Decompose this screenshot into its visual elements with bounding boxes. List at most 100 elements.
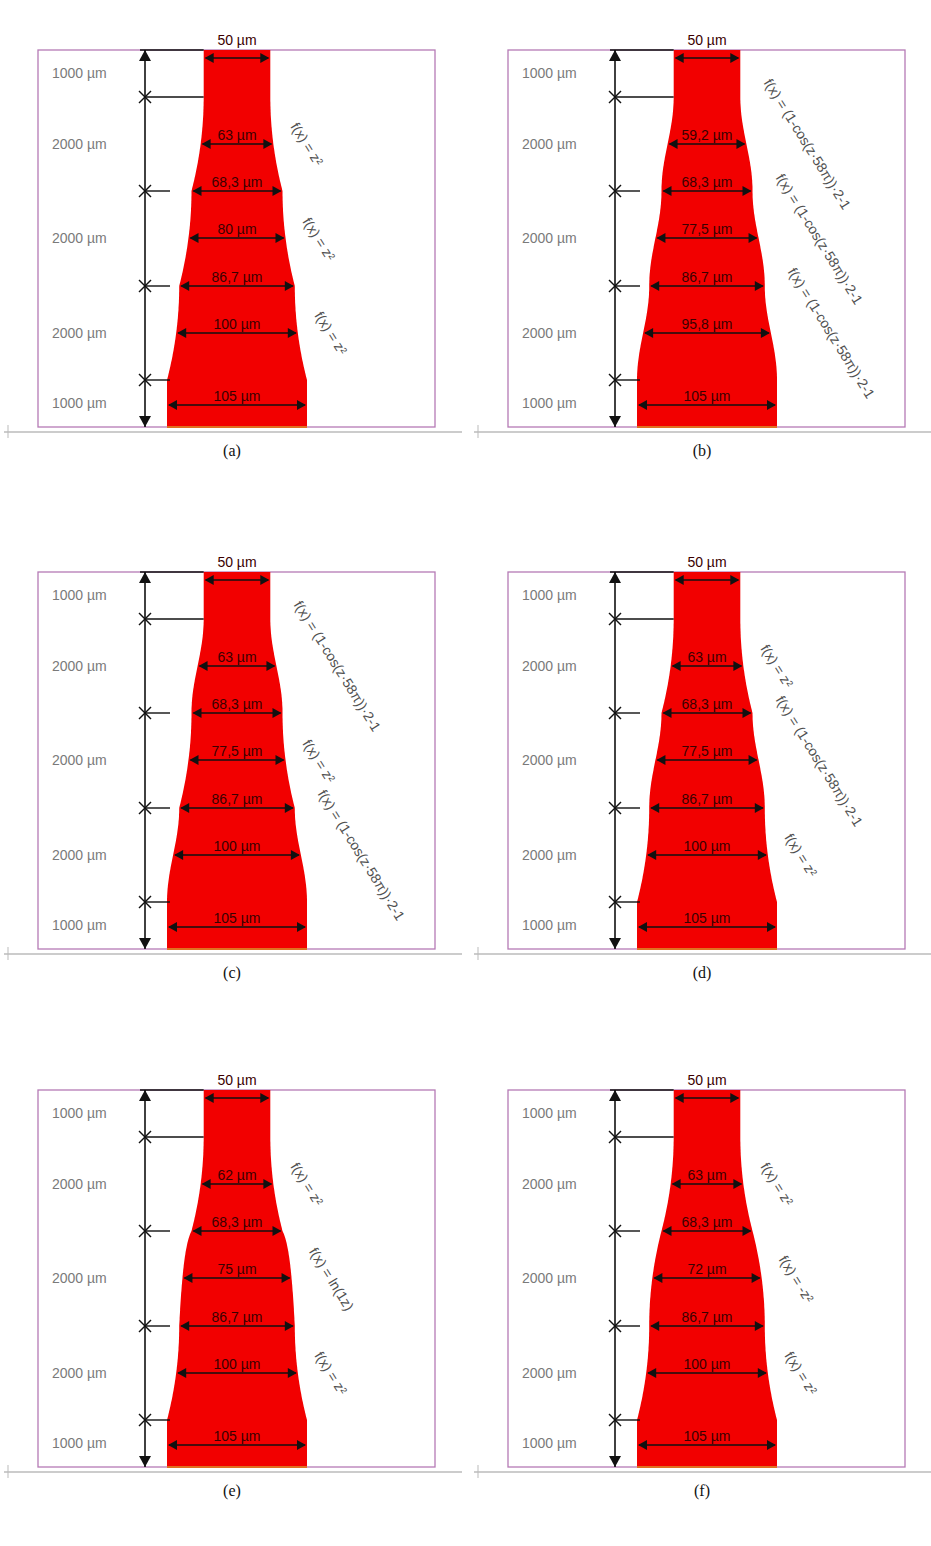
arrow-head <box>675 53 684 63</box>
arrow-head <box>273 1226 282 1236</box>
arrow-head <box>609 1090 621 1101</box>
domain-box <box>38 572 435 949</box>
axis-tick <box>478 1465 479 1478</box>
arrow-head <box>730 53 739 63</box>
arrow-head <box>730 575 739 585</box>
dimension-line <box>651 285 763 287</box>
arrow-head <box>743 186 752 196</box>
domain-box <box>508 50 905 427</box>
panel-caption: (b) <box>693 442 712 460</box>
dimension-line <box>673 1183 742 1185</box>
profile-function: f(x) = (1-cos(z·58π))·2-1 <box>315 787 409 923</box>
arrow-head <box>202 139 211 149</box>
profile-function: f(x) = -z² <box>776 1252 817 1305</box>
width-dimension: 86,7 µm <box>212 1309 263 1325</box>
dimension-line <box>181 1325 293 1327</box>
arrow-head <box>638 400 647 410</box>
width-dimension: 105 µm <box>214 388 261 404</box>
arrow-head <box>263 139 272 149</box>
domain-box <box>38 50 435 427</box>
width-dimension: 100 µm <box>214 838 261 854</box>
arrow-head <box>758 850 767 860</box>
dimension-line <box>639 404 775 406</box>
dimension-line <box>203 1183 272 1185</box>
arrow-head <box>662 186 671 196</box>
dimension-line <box>645 332 769 334</box>
dimension-line <box>639 926 775 928</box>
width-dimension: 63 µm <box>687 1167 726 1183</box>
height-dimension-label: 2000 µm <box>52 1176 107 1192</box>
arrow-head <box>644 328 653 338</box>
arrow-head <box>139 572 151 583</box>
taper-shape <box>167 572 307 949</box>
width-dimension: 105 µm <box>684 1428 731 1444</box>
arrow-head <box>192 708 201 718</box>
profile-function: f(x) = (1-cos(z·58π))·2-1 <box>785 265 879 401</box>
width-dimension: 72 µm <box>687 1261 726 1277</box>
domain-box <box>508 1090 905 1467</box>
arrow-head <box>675 575 684 585</box>
arrow-head <box>139 1456 151 1467</box>
arrow-head <box>761 328 770 338</box>
width-dimension: 86,7 µm <box>682 1309 733 1325</box>
height-dimension <box>614 1090 616 1467</box>
height-dimension-label: 2000 µm <box>52 1270 107 1286</box>
extension-line <box>145 807 170 808</box>
width-dimension: 100 µm <box>684 1356 731 1372</box>
dimension-line <box>193 712 280 714</box>
width-dimension: 100 µm <box>684 838 731 854</box>
height-dimension-label: 2000 µm <box>522 136 577 152</box>
arrow-head <box>662 1226 671 1236</box>
height-dimension-label: 2000 µm <box>52 847 107 863</box>
arrow-head <box>609 938 621 949</box>
width-dimension: 50 µm <box>687 32 726 48</box>
arrow-head <box>647 850 656 860</box>
arrow-head <box>749 233 758 243</box>
figure-panel: 50 µm63 µm68,3 µm80 µm86,7 µm100 µm105 µ… <box>0 0 465 505</box>
arrow-head <box>650 281 659 291</box>
height-dimension-label: 2000 µm <box>522 752 577 768</box>
width-dimension: 105 µm <box>214 910 261 926</box>
arrow-head <box>139 50 151 61</box>
axis-tick <box>478 947 479 960</box>
extension-line <box>145 712 170 713</box>
arrow-head <box>174 850 183 860</box>
arrow-head <box>638 1440 647 1450</box>
dimension-line <box>169 926 305 928</box>
panel-caption: (a) <box>223 442 241 460</box>
extension-line <box>140 49 204 50</box>
height-dimension-label: 1000 µm <box>52 1435 107 1451</box>
axis-line <box>474 1471 931 1473</box>
extension-line <box>615 1230 640 1231</box>
width-dimension: 63 µm <box>217 649 256 665</box>
arrow-head <box>260 575 269 585</box>
arrow-head <box>297 1440 306 1450</box>
arrow-head <box>755 803 764 813</box>
profile-function: f(x) = ln(1z) <box>306 1244 357 1313</box>
extension-line <box>615 807 640 808</box>
height-dimension-label: 1000 µm <box>52 587 107 603</box>
extension-line <box>145 96 204 97</box>
arrow-head <box>733 661 742 671</box>
width-dimension: 68,3 µm <box>212 696 263 712</box>
width-dimension: 86,7 µm <box>682 791 733 807</box>
arrow-head <box>202 1179 211 1189</box>
width-dimension: 105 µm <box>684 388 731 404</box>
dimension-line <box>181 285 293 287</box>
arrow-head <box>675 1093 684 1103</box>
dimension-line <box>654 1277 759 1279</box>
arrow-head <box>609 572 621 583</box>
arrow-head <box>177 1368 186 1378</box>
arrow-head <box>653 1273 662 1283</box>
height-dimension-label: 1000 µm <box>52 917 107 933</box>
arrow-head <box>755 1321 764 1331</box>
dimension-line <box>673 665 742 667</box>
taper-shape <box>637 50 777 427</box>
arrow-head <box>192 1226 201 1236</box>
width-dimension: 50 µm <box>217 1072 256 1088</box>
height-dimension <box>144 1090 146 1467</box>
profile-function: f(x) = z² <box>757 1159 796 1208</box>
arrow-head <box>755 281 764 291</box>
dimension-line <box>190 759 283 761</box>
height-dimension-label: 2000 µm <box>522 1270 577 1286</box>
